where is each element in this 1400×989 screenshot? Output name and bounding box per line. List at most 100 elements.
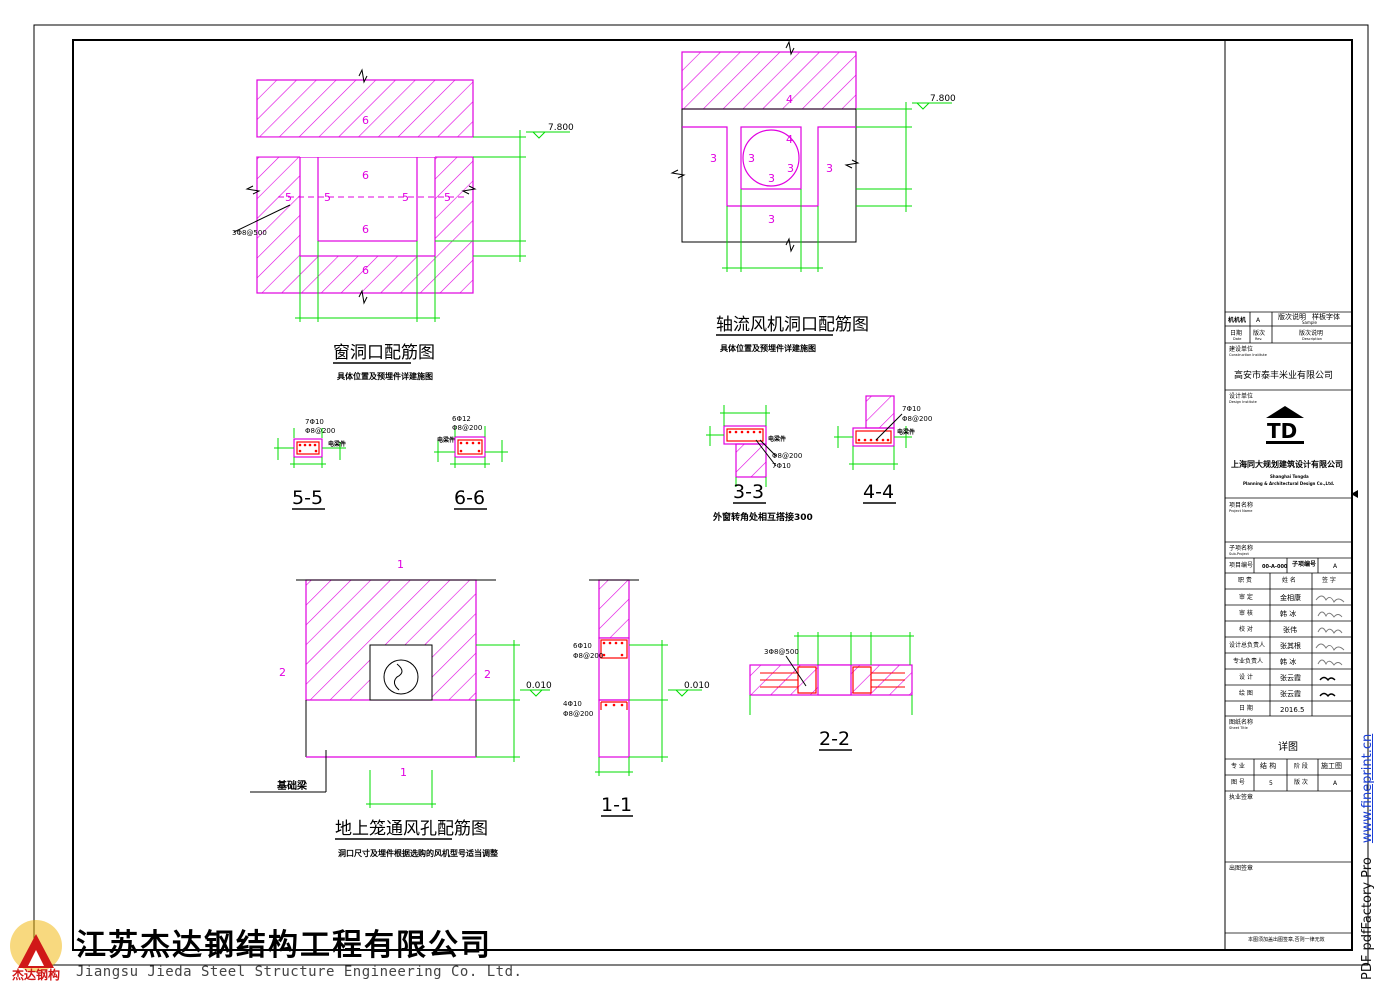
tb-rev-row-letter: A — [1256, 317, 1261, 324]
company-short-name: 杰达钢构 — [12, 968, 61, 982]
tb-reg-label: 执业签章 — [1229, 793, 1253, 801]
tb-staff-role: 设 计 — [1239, 673, 1253, 681]
tb-sheet-no: 5 — [1269, 780, 1273, 787]
tb-sheet-title-label-en: Sheet Title — [1229, 726, 1248, 730]
tb-staff-name: 张其根 — [1280, 641, 1301, 650]
tb-logo-text: TD — [1267, 419, 1297, 443]
s55-label: 5-5 — [292, 487, 323, 509]
tb-staff-role: 审 核 — [1239, 609, 1253, 617]
tb-sheet-no-label: 图 号 — [1231, 779, 1245, 786]
tb-staff-name: 韩 冰 — [1280, 657, 1296, 666]
s22-rebar: 3Φ8@500 — [764, 648, 799, 656]
section-6-6: 6Φ12 Φ8@200 电梁件 6-6 — [434, 415, 508, 510]
s33-bottom-rebar: 7Φ10 — [772, 462, 791, 470]
s33-note: 外窗转角处相互搭接300 — [712, 511, 813, 523]
tb-staff-name: 2016.5 — [1280, 706, 1305, 714]
ground-title: 地上笼通风孔配筋图 — [335, 819, 488, 839]
tb-rev-col-date: 日期 — [1230, 329, 1242, 337]
window-title: 窗洞口配筋图 — [333, 343, 435, 363]
tb-client: 高安市泰丰米业有限公司 — [1234, 369, 1333, 381]
tb-staff-name: 张云霞 — [1280, 689, 1301, 698]
ground-elevation: 0.010 — [526, 681, 552, 691]
section-3-3: 电梁件 Φ8@200 7Φ10 3-3 外窗转角处相互搭接300 — [706, 405, 813, 523]
tb-sub-no-label: 子项编号 — [1292, 560, 1316, 568]
fan-mark-3-right-inner: 3 — [787, 162, 794, 175]
fan-opening-drawing: 4 4 3 3 3 3 3 3 7.800 轴流风机洞口配筋图 具体位置及预埋件… — [670, 40, 956, 353]
fan-mark-4-top: 4 — [786, 93, 793, 106]
window-rebar-note: 3Φ8@500 — [232, 229, 267, 237]
tb-staff-rows: 审 定 金相康 审 核 韩 冰 校 对 张伟 设计总负责人 张其根 专业负责人 … — [1229, 593, 1305, 714]
tb-subproject-label-en: Sub-Project — [1229, 552, 1250, 556]
s44-label: 4-4 — [863, 481, 894, 503]
tb-project-no: 00-A-000 — [1262, 564, 1288, 570]
tb-staff-name: 金相康 — [1280, 593, 1301, 602]
s33-stirrup: Φ8@200 — [772, 452, 802, 460]
tb-signatures — [1315, 595, 1345, 698]
ground-beam-label: 基础梁 — [276, 779, 308, 792]
tb-version: A — [1333, 780, 1338, 787]
tb-footer: 本图须加盖出图签章,否则一律无效 — [1248, 936, 1325, 943]
section-2-2: 3Φ8@500 2-2 — [749, 632, 914, 751]
window-mark-5-left-outer: 5 — [285, 191, 292, 204]
title-block: 机机机 A 版次说明 样板字体 Sample 日期 版次 版次说明 Date R… — [1224, 40, 1352, 950]
tb-staff-role: 校 对 — [1239, 625, 1253, 633]
tb-sheet-title-label: 图纸名称 — [1229, 718, 1253, 726]
outer-frame — [33, 24, 1369, 966]
s22-label: 2-2 — [819, 728, 850, 750]
s55-stirrup: Φ8@200 — [305, 427, 335, 435]
tb-spec-value: 结 构 — [1260, 761, 1276, 770]
s55-tag: 电梁件 — [328, 440, 346, 448]
tb-rev-head-2: 样板字体 — [1312, 312, 1340, 321]
tb-designer-cn: 上海同大规划建筑设计有限公司 — [1231, 459, 1343, 469]
ground-mark-2-right: 2 — [484, 668, 491, 681]
company-name-en: Jiangsu Jieda Steel Structure Engineerin… — [76, 964, 523, 980]
s11-bottom-stirrup: Φ8@200 — [563, 710, 593, 718]
tb-rev-col-rev-en: Rev. — [1255, 337, 1262, 341]
fan-mark-3-bottom: 3 — [768, 213, 775, 226]
tb-rev-col-date-en: Date — [1233, 337, 1241, 341]
tb-rev-col-desc: 版次说明 — [1299, 329, 1323, 337]
s66-top-rebar: 6Φ12 — [452, 415, 471, 423]
s33-label: 3-3 — [733, 481, 764, 503]
tb-project-label: 项目名称 — [1229, 501, 1253, 509]
s11-top-stirrup: Φ8@200 — [573, 652, 603, 660]
tb-rev-head-1: 版次说明 — [1278, 312, 1306, 321]
s11-elevation: 0.010 — [684, 681, 710, 691]
tb-project-no-label: 项目编号 — [1229, 561, 1253, 569]
window-note: 具体位置及预埋件详建施图 — [337, 371, 433, 381]
tb-client-label-en: Construction Institute — [1229, 353, 1267, 357]
fan-mark-4-inner: 4 — [786, 133, 793, 146]
fan-mark-3-left-outer: 3 — [710, 152, 717, 165]
s55-top-rebar: 7Φ10 — [305, 418, 324, 426]
section-4-4: 7Φ10 Φ8@200 电梁件 4-4 — [834, 395, 932, 504]
tb-rev-row-code: 机机机 — [1228, 316, 1246, 324]
tb-rev-col-rev: 版次 — [1253, 329, 1265, 337]
ground-mark-2-left: 2 — [279, 666, 286, 679]
s44-stirrup: Φ8@200 — [902, 415, 932, 423]
tb-staff-name: 张云霞 — [1280, 673, 1301, 682]
section-5-5: 7Φ10 Φ8@200 电梁件 5-5 — [274, 418, 346, 510]
fan-mark-3-right-outer: 3 — [826, 162, 833, 175]
tb-designer-en2: Planning & Architectural Design Co.,Ltd. — [1243, 481, 1335, 486]
window-mark-5-right-inner: 5 — [402, 191, 409, 204]
s44-top-rebar: 7Φ10 — [902, 405, 921, 413]
tb-issue-label: 出图签章 — [1229, 864, 1253, 872]
tb-phase-value: 施工图 — [1321, 761, 1342, 770]
ground-mark-1-top: 1 — [397, 558, 404, 571]
fan-mark-3-inner-bottom: 3 — [768, 172, 775, 185]
tb-phase-label: 阶 段 — [1294, 762, 1308, 770]
tb-sub-no: A — [1333, 563, 1338, 570]
fan-note: 具体位置及预埋件详建施图 — [720, 343, 816, 353]
tb-staff-head-role: 职 责 — [1238, 576, 1252, 584]
tb-client-label: 建设单位 — [1229, 345, 1253, 353]
tb-project-label-en: Project Name — [1229, 509, 1252, 513]
tb-rev-col-desc-en: Description — [1302, 337, 1322, 341]
tb-staff-role: 绘 图 — [1239, 689, 1253, 697]
tb-subproject-label: 子项名称 — [1229, 544, 1253, 552]
window-opening-drawing: 6 6 6 6 5 5 5 5 3Φ8@500 7.800 窗洞口配筋图 具体位… — [232, 68, 574, 381]
fineprint-link[interactable]: www.fineprint.cn — [1360, 733, 1375, 844]
tb-staff-head-sign: 签 字 — [1322, 576, 1336, 584]
s66-label: 6-6 — [454, 487, 485, 509]
s66-stirrup: Φ8@200 — [452, 424, 482, 432]
